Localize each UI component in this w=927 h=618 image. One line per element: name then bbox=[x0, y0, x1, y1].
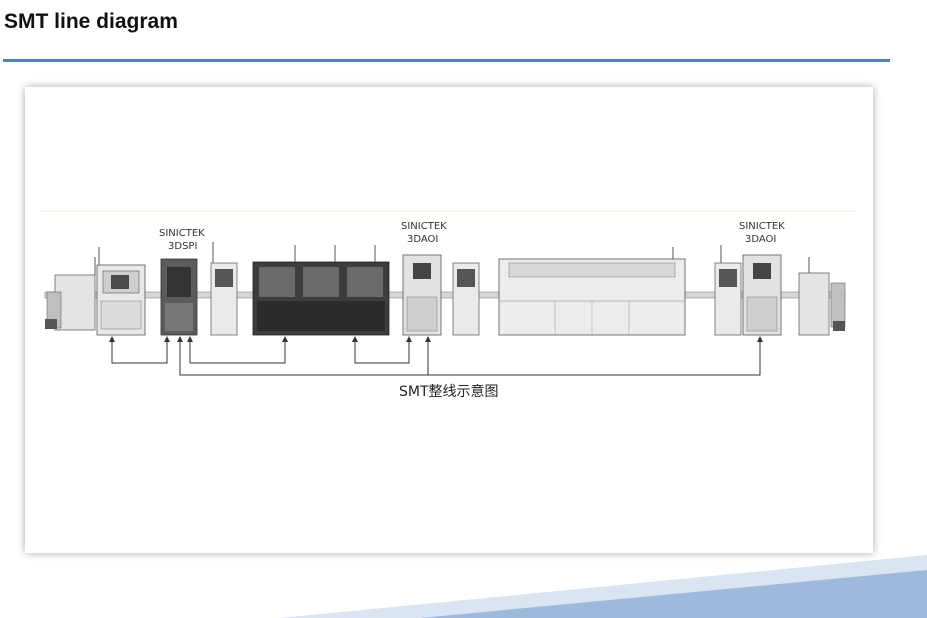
buffer-conveyor-3 bbox=[714, 245, 742, 336]
reflow-oven bbox=[498, 247, 686, 336]
spi-mounter-link bbox=[189, 339, 286, 364]
smt-line-figure: SINICTEK 3DSPI SINICTEK 3DAOI bbox=[25, 87, 873, 553]
smt-line-drawing: SINICTEK 3DSPI SINICTEK 3DAOI bbox=[38, 210, 857, 400]
printer-spi-link bbox=[111, 339, 168, 364]
title-divider bbox=[3, 59, 890, 62]
loader-machine bbox=[45, 257, 96, 331]
printer-machine bbox=[96, 247, 146, 336]
buffer-conveyor-2 bbox=[452, 262, 480, 336]
connection-arrowheads bbox=[109, 336, 763, 342]
aoi2-brand-label: SINICTEK bbox=[739, 221, 785, 232]
mounter-aoi-link bbox=[354, 339, 410, 364]
aoi1-model-label: 3DAOI bbox=[407, 234, 438, 245]
spi-brand-label: SINICTEK bbox=[159, 228, 205, 239]
aoi1-brand-label: SINICTEK bbox=[401, 221, 447, 232]
aoi-machine-1: SINICTEK 3DAOI bbox=[401, 221, 447, 336]
aoi2-model-label: 3DAOI bbox=[745, 234, 776, 245]
unloader-machine bbox=[798, 257, 846, 336]
buffer-conveyor-1 bbox=[210, 242, 238, 336]
aoi-machine-2: SINICTEK 3DAOI bbox=[739, 221, 785, 336]
spi-model-label: 3DSPI bbox=[168, 241, 197, 252]
connection-lines bbox=[111, 339, 761, 376]
spi-machine: SINICTEK 3DSPI bbox=[159, 228, 205, 336]
placement-machines bbox=[252, 245, 390, 336]
spi-aoi-link bbox=[179, 339, 761, 376]
page-title: SMT line diagram bbox=[4, 10, 178, 33]
diagram-caption: SMT整线示意图 bbox=[399, 383, 499, 400]
